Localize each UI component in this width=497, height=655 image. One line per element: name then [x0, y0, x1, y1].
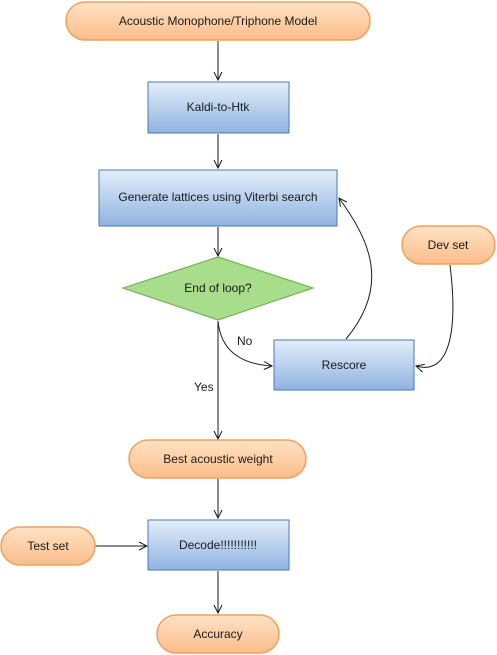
node-end-of-loop: End of loop? [121, 256, 315, 321]
node-dev-set-label: Dev set [428, 238, 469, 252]
node-accuracy-label: Accuracy [193, 627, 242, 641]
edge-devset-to-rescore [416, 264, 454, 367]
node-kaldi-to-htk-label: Kaldi-to-Htk [187, 100, 251, 114]
edge-decision-no-to-rescore [217, 320, 272, 366]
node-acoustic-model-label: Acoustic Monophone/Triphone Model [119, 14, 317, 28]
node-decode-label: Decode!!!!!!!!!!! [179, 538, 257, 552]
node-kaldi-to-htk: Kaldi-to-Htk [147, 81, 290, 134]
node-decode: Decode!!!!!!!!!!! [147, 519, 290, 571]
node-rescore-label: Rescore [322, 358, 367, 372]
node-accuracy: Accuracy [156, 614, 280, 654]
edges [95, 41, 454, 613]
edge-label-no: No [237, 334, 253, 348]
edge-rescore-to-generate [339, 198, 373, 340]
node-rescore: Rescore [273, 339, 415, 391]
node-test-set-label: Test set [27, 539, 69, 553]
node-end-of-loop-label: End of loop? [184, 281, 252, 295]
node-best-acoustic-weight: Best acoustic weight [128, 439, 307, 479]
edge-label-yes: Yes [194, 380, 214, 394]
node-dev-set: Dev set [401, 225, 496, 265]
node-test-set: Test set [0, 526, 96, 566]
node-acoustic-model: Acoustic Monophone/Triphone Model [65, 1, 371, 41]
node-best-acoustic-weight-label: Best acoustic weight [163, 452, 273, 466]
node-generate-lattices-label: Generate lattices using Viterbi search [118, 190, 317, 204]
node-generate-lattices: Generate lattices using Viterbi search [98, 169, 338, 227]
